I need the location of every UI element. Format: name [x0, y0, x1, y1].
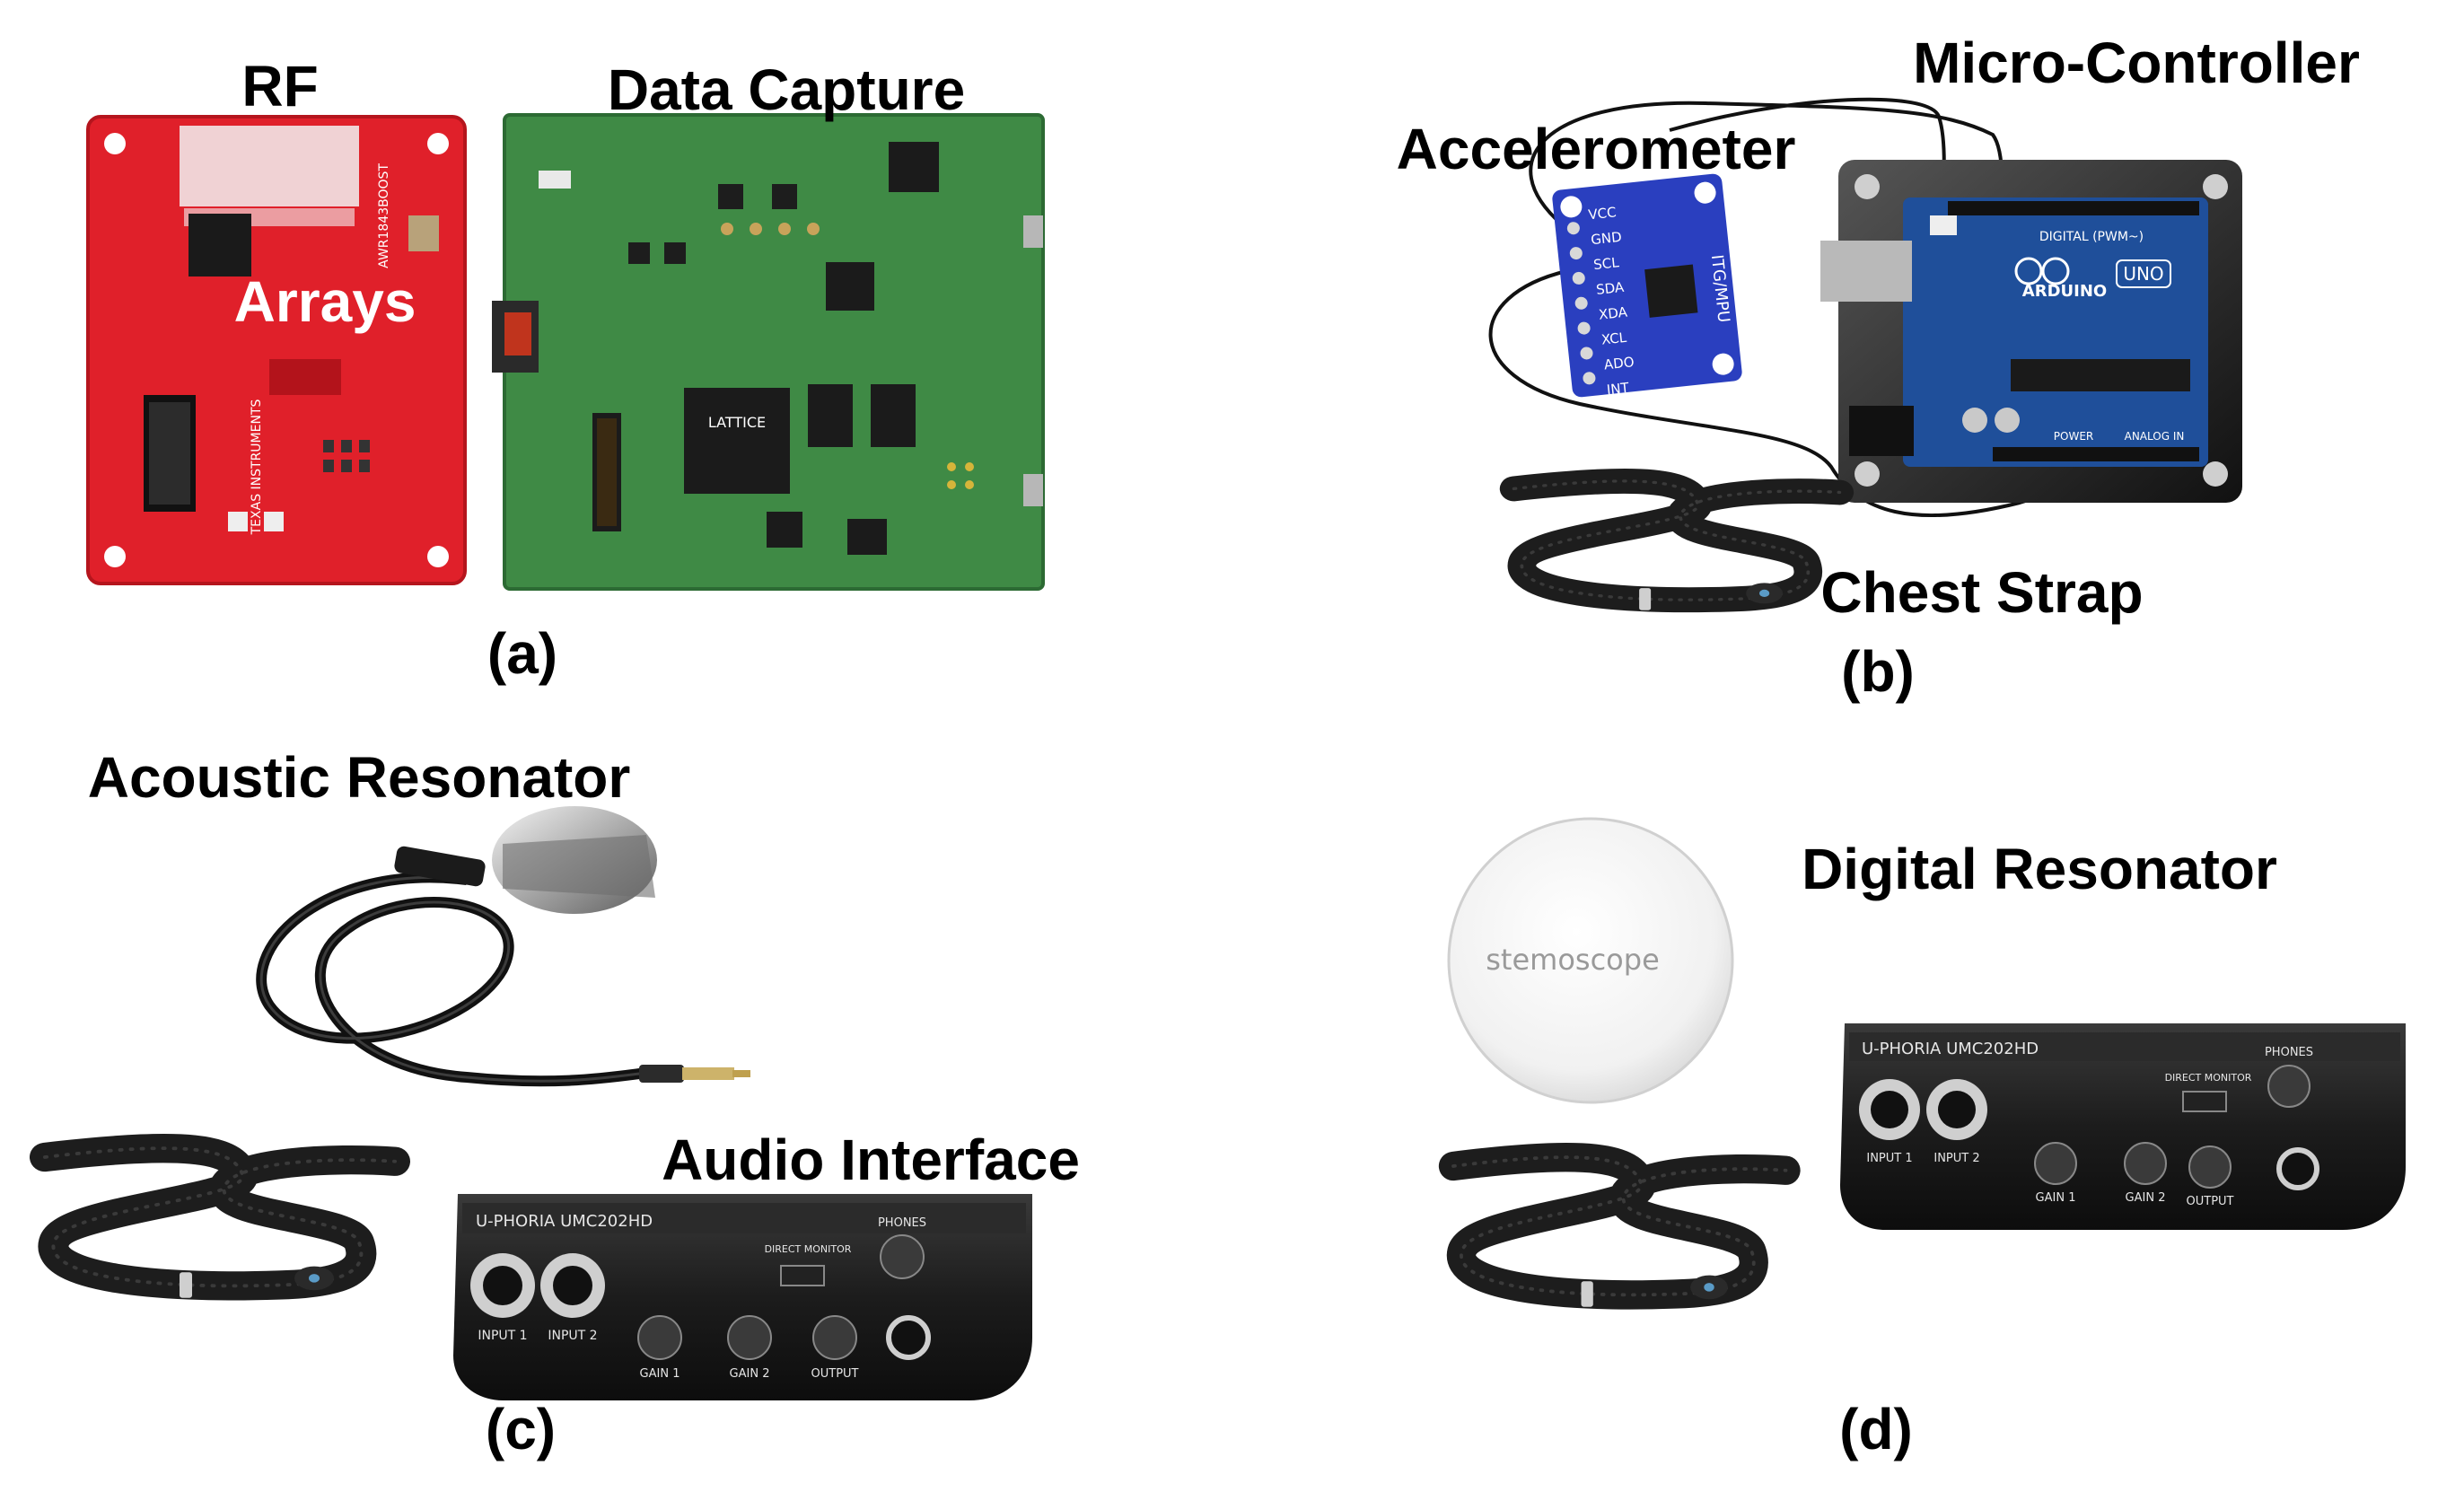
pin-gnd: GND — [1590, 229, 1622, 248]
rf-board: AWR1843BOOST TEXAS INSTRUMENTS — [86, 115, 467, 585]
pin-vcc: VCC — [1587, 204, 1617, 223]
arduino-digital-text: DIGITAL (PWM~) — [2039, 230, 2144, 244]
label-audio-interface: Audio Interface — [662, 1128, 1080, 1192]
interface-c-input2: INPUT 2 — [548, 1329, 597, 1343]
caption-d: (d) — [1839, 1397, 1913, 1461]
caption-c: (c) — [486, 1397, 556, 1461]
interface-d-input2: INPUT 2 — [1933, 1152, 1979, 1165]
interface-c-name: U-PHORIA UMC202HD — [476, 1212, 653, 1231]
interface-d-direct-monitor: DIRECT MONITOR — [2165, 1072, 2252, 1084]
data-capture-board: LATTICE — [492, 113, 1045, 591]
panel-b: VCC GND SCL SDA XDA XCL ADO INT ITG/MPU — [1397, 31, 2360, 704]
label-arrays: Arrays — [234, 269, 417, 334]
pin-sda: SDA — [1595, 279, 1626, 298]
interface-d-input1: INPUT 1 — [1866, 1152, 1912, 1165]
panel-d: stemoscope U-PHORIA UMC202HD INPUT 1 INP… — [1447, 817, 2406, 1461]
interface-c-phones: PHONES — [878, 1216, 926, 1230]
interface-d-phones: PHONES — [2265, 1046, 2313, 1059]
audio-interface-d: U-PHORIA UMC202HD INPUT 1 INPUT 2 GAIN 1… — [1840, 1023, 2406, 1230]
label-acoustic-resonator: Acoustic Resonator — [88, 745, 631, 810]
panel-c: U-PHORIA UMC202HD INPUT 1 INPUT 2 GAIN 1… — [45, 745, 1080, 1461]
label-rf: RF — [241, 54, 318, 118]
panel-a: AWR1843BOOST TEXAS INSTRUMENTS RF Arrays… — [86, 54, 1045, 686]
lattice-chip-text: LATTICE — [708, 414, 766, 431]
arduino-uno: DIGITAL (PWM~) ARDUINO UNO POWER ANALOG … — [1820, 160, 2242, 503]
interface-c-gain2: GAIN 2 — [730, 1367, 770, 1381]
interface-d-gain2: GAIN 2 — [2126, 1191, 2166, 1205]
accelerometer-board: VCC GND SCL SDA XDA XCL ADO INT ITG/MPU — [1552, 173, 1742, 399]
pin-xcl: XCL — [1600, 329, 1627, 348]
arduino-text: ARDUINO — [2022, 282, 2107, 301]
audio-interface-c: U-PHORIA UMC202HD INPUT 1 INPUT 2 GAIN 1… — [453, 1194, 1032, 1400]
interface-c-input1: INPUT 1 — [478, 1329, 527, 1343]
digital-resonator: stemoscope — [1447, 817, 1734, 1104]
label-accelerometer: Accelerometer — [1397, 117, 1796, 181]
pin-xda: XDA — [1598, 303, 1628, 322]
interface-d-output: OUTPUT — [2187, 1195, 2234, 1208]
pin-ado: ADO — [1603, 354, 1635, 373]
caption-b: (b) — [1841, 639, 1915, 704]
interface-c-gain1: GAIN 1 — [640, 1367, 680, 1381]
interface-d-name: U-PHORIA UMC202HD — [1862, 1040, 2039, 1058]
label-data-capture: Data Capture — [608, 57, 965, 122]
label-digital-resonator: Digital Resonator — [1802, 837, 2277, 901]
label-chest-strap: Chest Strap — [1820, 560, 2143, 625]
wire-scl — [1529, 101, 2004, 226]
pin-int: INT — [1606, 380, 1630, 399]
chest-strap-b — [1514, 481, 1840, 610]
interface-d-gain1: GAIN 1 — [2036, 1191, 2076, 1205]
chest-strap-d — [1453, 1157, 1786, 1307]
label-micro-controller: Micro-Controller — [1913, 31, 2360, 95]
arduino-power-text: POWER — [2054, 430, 2093, 443]
ti-logo-text: TEXAS INSTRUMENTS — [250, 399, 264, 536]
stemoscope-brand: stemoscope — [1486, 943, 1660, 977]
interface-c-direct-monitor: DIRECT MONITOR — [765, 1243, 852, 1255]
arduino-analog-text: ANALOG IN — [2125, 430, 2185, 443]
caption-a: (a) — [487, 621, 557, 686]
interface-c-output: OUTPUT — [811, 1367, 859, 1381]
rf-board-model-text: AWR1843BOOST — [377, 163, 391, 268]
chest-strap-c — [45, 1148, 395, 1298]
acoustic-resonator — [256, 806, 750, 1087]
pin-scl: SCL — [1592, 254, 1620, 273]
uno-text: UNO — [2123, 263, 2163, 285]
